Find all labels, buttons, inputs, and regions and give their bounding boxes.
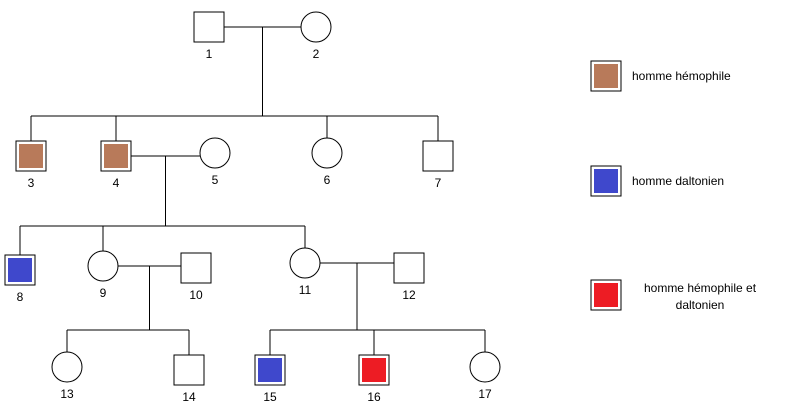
pedigree-lines [19,26,486,355]
male-symbol-10 [180,252,212,284]
individual-label-15: 15 [263,390,277,404]
legend: homme hémophile homme daltonien homme hémo… [590,60,757,312]
individual-label-14: 14 [182,390,196,404]
individual-label-3: 3 [28,176,35,190]
male-symbol-1 [193,11,225,43]
male-symbol-7 [422,140,454,172]
individual-label-1: 1 [206,47,213,61]
individual-label-7: 7 [435,176,442,190]
individual-label-12: 12 [402,288,416,302]
individual-label-16: 16 [367,390,381,404]
female-symbol-13 [51,351,83,383]
female-symbol-6 [311,137,343,169]
legend-label: homme daltonien [632,174,724,188]
male-symbol-3-fill [19,144,43,168]
individual-label-11: 11 [299,283,312,297]
male-symbol-14 [173,354,205,386]
female-symbol-5 [199,137,231,169]
legend-swatch-hemophilia-fill [594,64,618,88]
legend-swatch-both-fill [594,283,618,307]
individual-label-8: 8 [17,290,24,304]
female-symbol-9 [87,250,119,282]
male-symbol-12 [393,252,425,284]
male-symbol-4-fill [104,144,128,168]
individual-label-6: 6 [324,173,331,187]
pedigree-symbols [4,11,501,386]
individual-label-9: 9 [100,286,107,300]
individual-label-13: 13 [60,387,74,401]
legend-swatch-colorblind-fill [594,169,618,193]
male-symbol-15-fill [258,358,282,382]
legend-label: homme hémophile [632,69,731,83]
legend-label: homme hémophile et [644,281,757,295]
male-symbol-16-fill [362,358,386,382]
individual-label-17: 17 [478,387,492,401]
female-symbol-11 [289,247,321,279]
individual-label-5: 5 [212,173,219,187]
individual-label-2: 2 [313,47,320,61]
female-symbol-17 [469,351,501,383]
individual-label-4: 4 [113,176,120,190]
individual-label-10: 10 [189,288,203,302]
female-symbol-2 [300,11,332,43]
male-symbol-8-fill [8,258,32,282]
legend-label: daltonien [676,298,725,312]
